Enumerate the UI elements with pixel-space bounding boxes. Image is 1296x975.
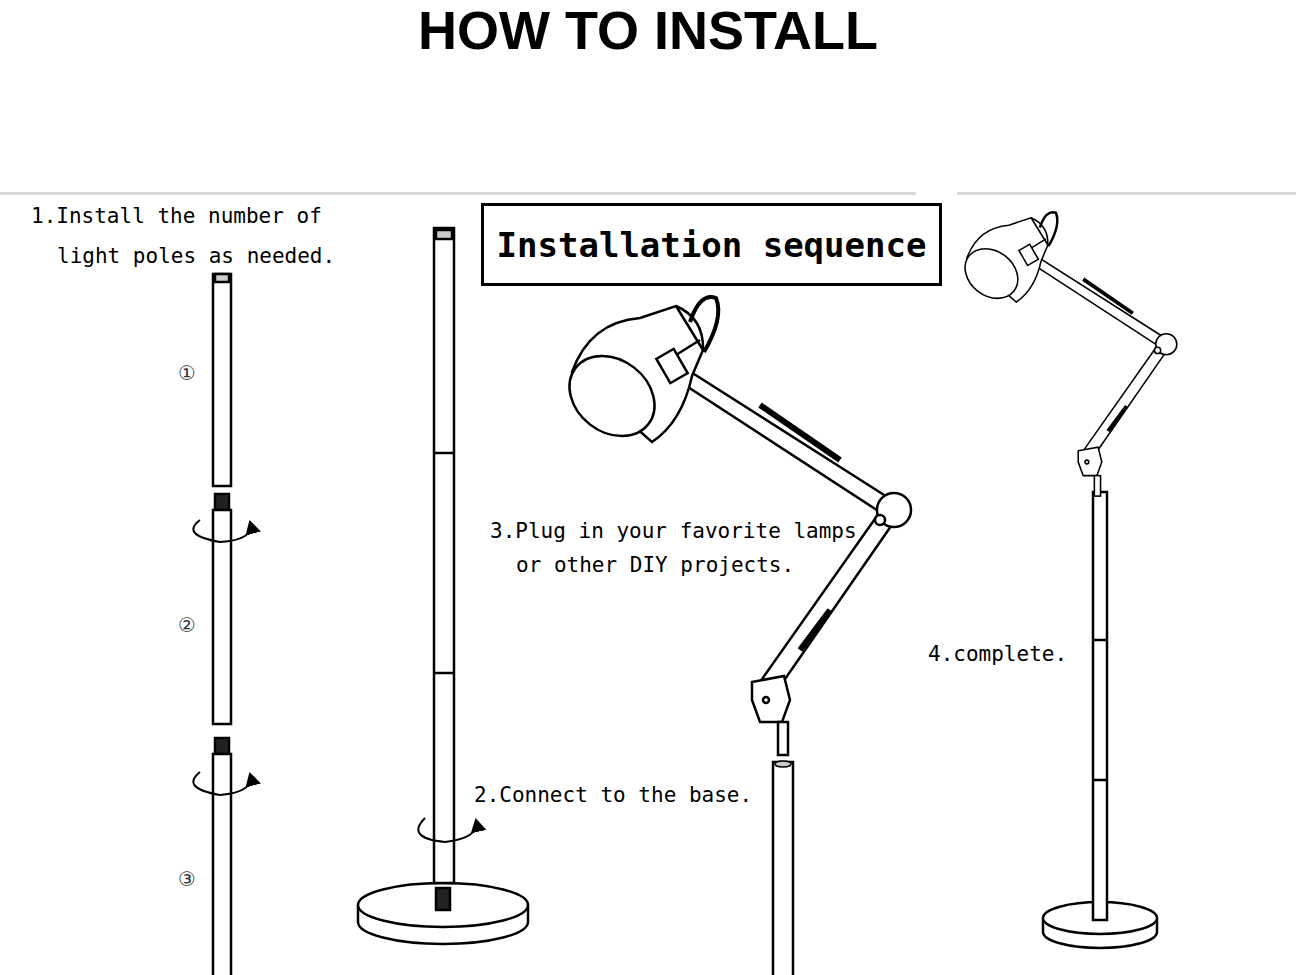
- step-instruction: 4.complete.: [928, 634, 1067, 674]
- step-instruction: 2.Connect to the base.: [474, 775, 752, 815]
- heading-text: Installation sequence: [497, 225, 927, 265]
- heading-box: Installation sequence: [481, 203, 942, 286]
- callout-number: ①: [178, 361, 196, 385]
- callout-number: ②: [178, 613, 196, 637]
- step-instruction: 1.Install the number of light poles as n…: [31, 196, 339, 276]
- diagram-title: HOW TO INSTALL: [0, 0, 1296, 60]
- step-instruction: 3.Plug in your favorite lamps or other D…: [490, 514, 862, 582]
- callout-number: ③: [178, 867, 196, 891]
